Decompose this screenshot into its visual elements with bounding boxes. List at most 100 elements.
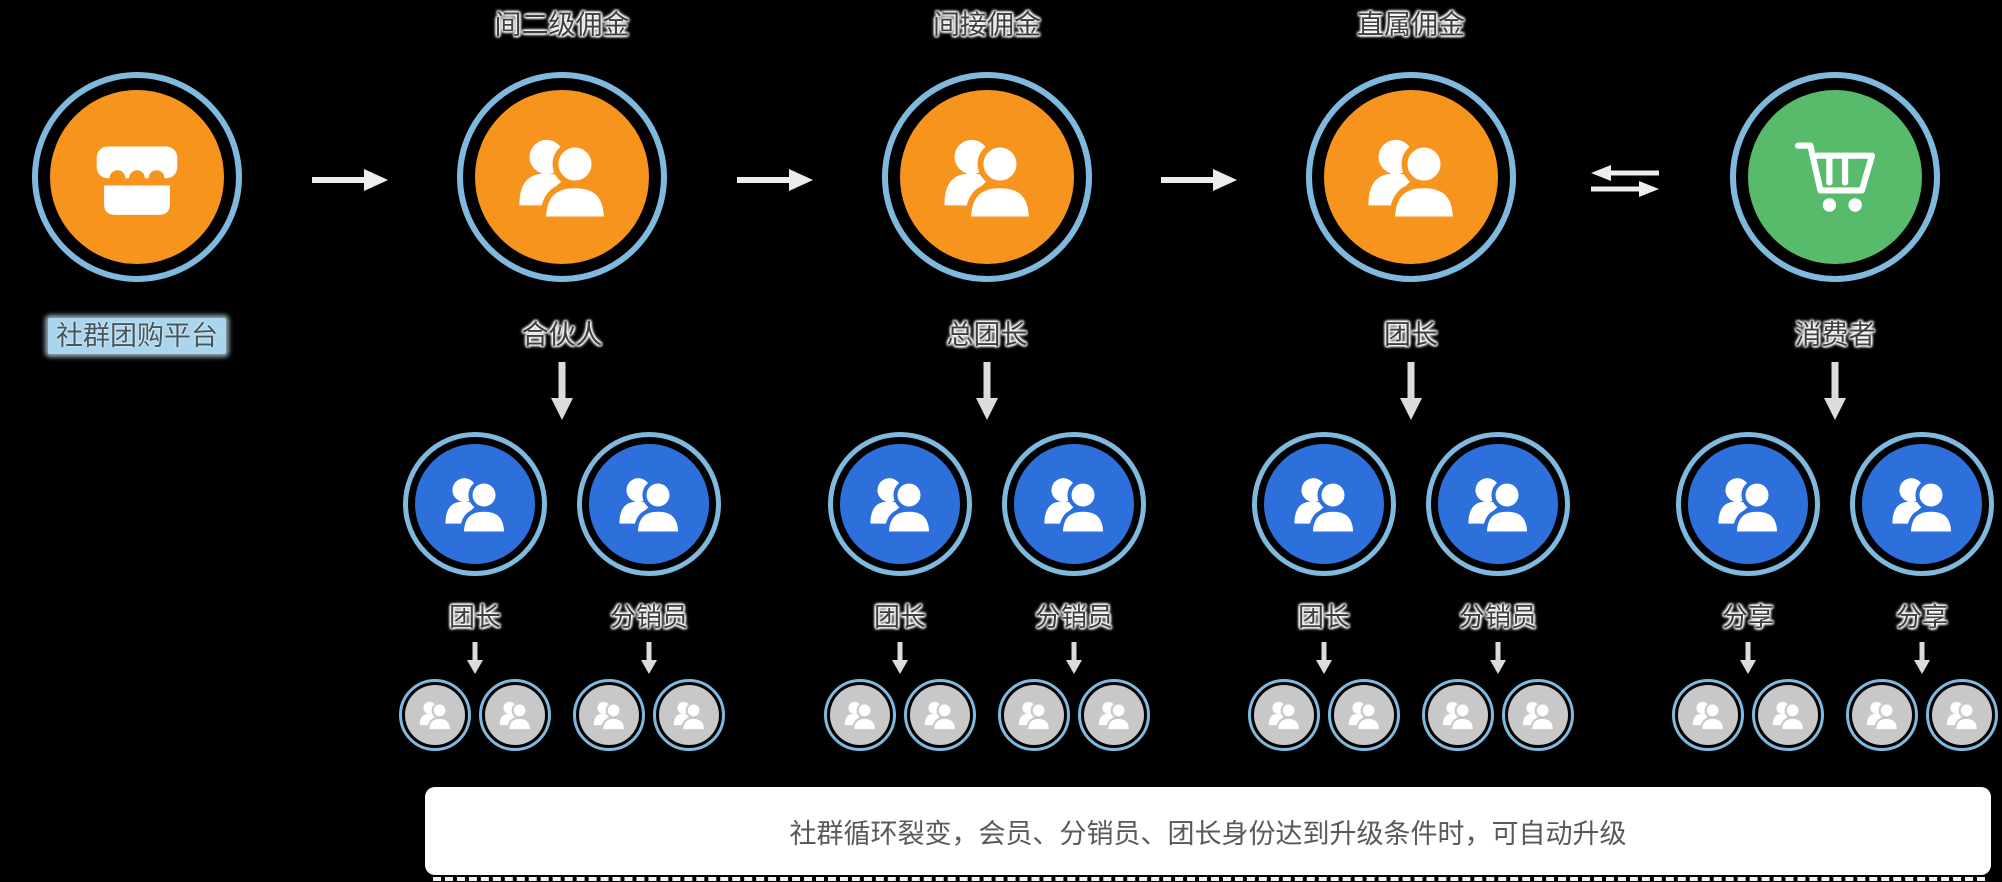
child-branch: 团长	[395, 432, 555, 751]
platform-node-fill	[50, 90, 224, 264]
role-label: 团长	[1384, 320, 1438, 350]
partner-node-fill	[475, 90, 649, 264]
grandchildren-row	[1422, 679, 1574, 751]
consumer-node-fill	[1748, 90, 1922, 264]
member-node-fill	[1758, 685, 1818, 745]
member-node	[653, 679, 725, 751]
partner-column: 间二级佣金 合伙人 团长	[392, 0, 732, 751]
member-node	[904, 679, 976, 751]
child-label: 分享	[1721, 602, 1774, 632]
flow-arrow-right-icon	[733, 166, 817, 194]
grandchildren-row	[1846, 679, 1998, 751]
down-arrow-icon	[464, 640, 486, 676]
member-node	[1422, 679, 1494, 751]
down-arrow-icon	[972, 360, 1002, 422]
group-people-icon	[1767, 694, 1809, 736]
child-branch: 分销员	[1418, 432, 1578, 751]
group-people-icon	[1687, 694, 1729, 736]
member-node	[1672, 679, 1744, 751]
group-people-icon	[1941, 694, 1983, 736]
member-node-fill	[1004, 685, 1064, 745]
group-people-icon	[1263, 694, 1305, 736]
child-node	[1252, 432, 1396, 576]
consumer-node	[1730, 72, 1940, 282]
group-people-icon	[1861, 694, 1903, 736]
children-row: 团长 分销员	[1244, 432, 1578, 751]
grandchildren-row	[573, 679, 725, 751]
role-label: 总团长	[946, 320, 1028, 350]
group-people-icon	[1352, 118, 1470, 236]
child-label: 分销员	[609, 602, 688, 632]
child-node	[1676, 432, 1820, 576]
member-node-fill	[1254, 685, 1314, 745]
role-label: 合伙人	[521, 320, 603, 350]
partner-node	[457, 72, 667, 282]
group-people-icon	[588, 694, 630, 736]
down-arrow-icon	[1820, 360, 1850, 422]
member-node	[479, 679, 551, 751]
flow-arrow-right-icon	[1157, 166, 1241, 194]
member-node	[1846, 679, 1918, 751]
child-node-fill	[1014, 444, 1134, 564]
member-node-fill	[830, 685, 890, 745]
footer-note-box: 社群循环裂变，会员、分销员、团长身份达到升级条件时，可自动升级	[425, 787, 1991, 875]
child-node	[828, 432, 972, 576]
child-branch: 分享	[1668, 432, 1828, 751]
child-node-fill	[415, 444, 535, 564]
member-node	[824, 679, 896, 751]
group-people-icon	[919, 694, 961, 736]
grandchildren-row	[824, 679, 976, 751]
storefront-icon	[76, 116, 198, 238]
child-node-fill	[840, 444, 960, 564]
group-people-icon	[1457, 463, 1539, 545]
child-branch: 分销员	[994, 432, 1154, 751]
commission-label: 间二级佣金	[494, 10, 630, 40]
group-people-icon	[839, 694, 881, 736]
children-row: 团长 分销员	[395, 432, 729, 751]
chief-leader-column: 间接佣金 总团长 团长	[817, 0, 1157, 751]
group-people-icon	[1881, 463, 1963, 545]
group-people-icon	[928, 118, 1046, 236]
platform-column: 社群团购平台	[17, 0, 257, 354]
down-arrow-icon	[547, 360, 577, 422]
down-arrow-icon	[1737, 640, 1759, 676]
commission-label: 直属佣金	[1357, 10, 1465, 40]
member-node-fill	[485, 685, 545, 745]
child-label: 团长	[873, 602, 926, 632]
chief-leader-node	[882, 72, 1092, 282]
child-node	[577, 432, 721, 576]
group-people-icon	[1013, 694, 1055, 736]
child-node-fill	[1438, 444, 1558, 564]
child-node	[1850, 432, 1994, 576]
child-label: 分享	[1895, 602, 1948, 632]
group-people-icon	[503, 118, 621, 236]
group-people-icon	[1093, 694, 1135, 736]
child-branch: 团长	[820, 432, 980, 751]
down-arrow-icon	[1313, 640, 1335, 676]
group-people-icon	[434, 463, 516, 545]
child-label: 分销员	[1458, 602, 1537, 632]
grandchildren-row	[399, 679, 551, 751]
member-node	[1502, 679, 1574, 751]
leader-node-fill	[1324, 90, 1498, 264]
leader-node	[1306, 72, 1516, 282]
child-label: 团长	[448, 602, 501, 632]
exchange-arrows-icon	[1587, 164, 1663, 198]
group-people-icon	[1517, 694, 1559, 736]
role-label: 消费者	[1794, 320, 1876, 350]
child-branch: 团长	[1244, 432, 1404, 751]
member-node-fill	[1508, 685, 1568, 745]
platform-label: 社群团购平台	[48, 318, 226, 354]
group-people-icon	[1033, 463, 1115, 545]
group-people-icon	[414, 694, 456, 736]
member-node-fill	[1428, 685, 1488, 745]
child-node-fill	[1862, 444, 1982, 564]
down-arrow-icon	[1396, 360, 1426, 422]
down-arrow-icon	[1063, 640, 1085, 676]
child-node	[403, 432, 547, 576]
member-node-fill	[1334, 685, 1394, 745]
member-node-fill	[659, 685, 719, 745]
group-people-icon	[1437, 694, 1479, 736]
children-row: 分享 分享	[1668, 432, 2002, 751]
